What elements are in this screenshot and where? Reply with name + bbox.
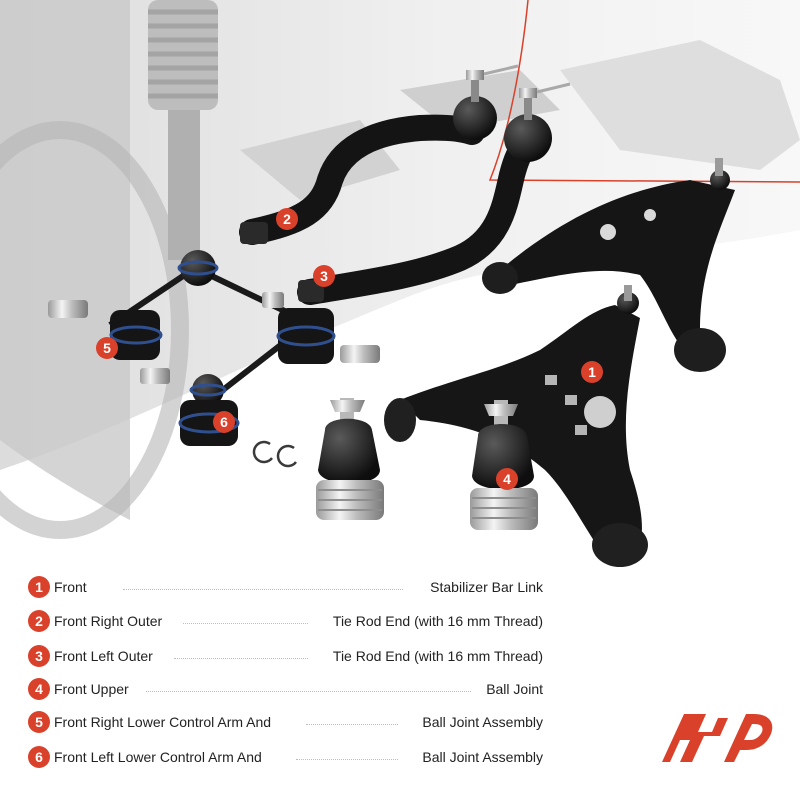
legend-row: 6 Front Left Lower Control Arm And Ball … bbox=[28, 746, 543, 772]
legend-leader bbox=[123, 589, 403, 590]
legend-number: 3 bbox=[28, 645, 50, 667]
legend-part: Tie Rod End (with 16 mm Thread) bbox=[332, 613, 543, 629]
product-photo: 1 2 3 4 5 6 bbox=[0, 0, 800, 567]
legend-row: 5 Front Right Lower Control Arm And Ball… bbox=[28, 711, 543, 737]
svg-text:4: 4 bbox=[503, 471, 511, 487]
svg-text:3: 3 bbox=[320, 268, 328, 284]
legend-position: Front Left Lower Control Arm And bbox=[54, 749, 262, 765]
legend-leader bbox=[296, 759, 398, 760]
legend-row: 3 Front Left Outer Tie Rod End (with 16 … bbox=[28, 645, 543, 671]
legend-part: Stabilizer Bar Link bbox=[430, 579, 543, 595]
legend-leader bbox=[146, 691, 471, 692]
legend-position: Front Upper bbox=[54, 681, 129, 697]
control-arm-front bbox=[384, 285, 648, 567]
legend-number: 6 bbox=[28, 746, 50, 768]
legend-leader bbox=[306, 724, 398, 725]
ball-joint-right bbox=[470, 400, 538, 530]
tie-rod-end-left bbox=[297, 82, 571, 305]
legend-number: 1 bbox=[28, 576, 50, 598]
legend-row: 1 Front Stabilizer Bar Link bbox=[28, 576, 543, 602]
legend-part: Ball Joint Assembly bbox=[422, 749, 543, 765]
callout-6: 6 bbox=[213, 411, 235, 433]
svg-text:1: 1 bbox=[588, 364, 596, 380]
control-arm-rear bbox=[482, 158, 735, 372]
legend-position: Front Right Outer bbox=[54, 613, 163, 629]
vehicle-background bbox=[0, 0, 800, 539]
legend-part: Ball Joint bbox=[486, 681, 543, 697]
legend-part: Ball Joint Assembly bbox=[422, 714, 543, 730]
svg-text:5: 5 bbox=[103, 340, 111, 356]
callout-5: 5 bbox=[96, 337, 118, 359]
svg-text:6: 6 bbox=[220, 414, 228, 430]
legend-number: 4 bbox=[28, 678, 50, 700]
legend-part: Tie Rod End (with 16 mm Thread) bbox=[332, 648, 543, 664]
callout-4: 4 bbox=[496, 468, 518, 490]
a-premium-logo-icon bbox=[662, 714, 773, 762]
tie-rod-end-right bbox=[239, 64, 519, 245]
legend-number: 2 bbox=[28, 610, 50, 632]
legend-leader bbox=[174, 658, 308, 659]
legend-row: 2 Front Right Outer Tie Rod End (with 16… bbox=[28, 610, 543, 636]
callout-1: 1 bbox=[581, 361, 603, 383]
legend-position: Front bbox=[54, 579, 87, 595]
ball-joint-left bbox=[316, 398, 384, 520]
legend-position: Front Right Lower Control Arm And bbox=[54, 714, 272, 730]
snap-rings bbox=[252, 440, 297, 468]
legend-row: 4 Front Upper Ball Joint bbox=[28, 678, 543, 704]
legend-position: Front Left Outer bbox=[54, 648, 153, 664]
callout-3: 3 bbox=[313, 265, 335, 287]
svg-text:2: 2 bbox=[283, 211, 291, 227]
legend-leader bbox=[183, 623, 308, 624]
legend-number: 5 bbox=[28, 711, 50, 733]
callout-2: 2 bbox=[276, 208, 298, 230]
